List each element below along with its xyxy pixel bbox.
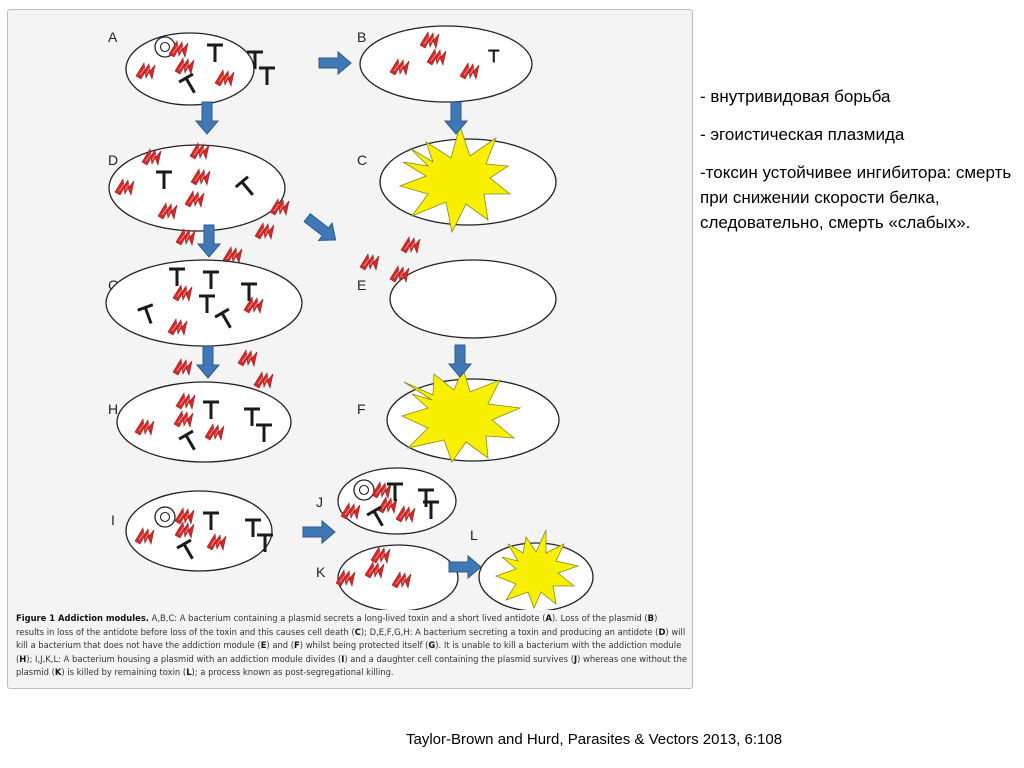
cell-E	[359, 236, 557, 339]
figure-caption: Figure 1 Addiction modules. A,B,C: A bac…	[16, 612, 688, 680]
caption-text: ); a process known as post-segregational…	[191, 667, 394, 678]
caption-panel-ref: E	[260, 640, 267, 651]
figure-panel: A B C D E G F H I J K L	[7, 9, 693, 689]
cell-D	[108, 142, 290, 232]
caption-text: ) whereas one without the plasmid (	[16, 653, 688, 678]
caption-panel-ref: L	[186, 667, 192, 678]
caption-panel-ref: B	[647, 613, 655, 623]
caption-panel-ref: J	[573, 653, 578, 664]
caption-panel-ref: D	[658, 626, 666, 637]
caption-text: ) results in loss of the antidote before…	[16, 613, 658, 637]
caption-text: ) is killed by remaining toxin (	[61, 667, 187, 678]
panel-label-L: L	[470, 527, 478, 543]
caption-body: A,B,C: A bacterium containing a plasmid …	[16, 613, 687, 677]
caption-text: ); D,E,F,G,H: A bacterium secreting a to…	[360, 626, 659, 637]
arrow-B-to-C	[444, 101, 468, 135]
panel-label-H: H	[108, 401, 118, 417]
cell-G	[105, 259, 303, 347]
caption-text: A,B,C: A bacterium containing a plasmid …	[149, 613, 546, 623]
arrow-A-to-B	[318, 51, 352, 75]
panel-label-A: A	[108, 29, 118, 45]
cell-K	[335, 544, 459, 610]
caption-panel-ref: F	[294, 640, 300, 651]
cell-A	[125, 32, 277, 106]
panel-label-I: I	[111, 512, 115, 528]
arrow-A-to-D	[195, 101, 219, 135]
caption-panel-ref: K	[54, 667, 62, 678]
caption-panel-ref: I	[341, 653, 345, 664]
notes-list: - внутривидовая борьба - эгоистическая п…	[700, 84, 1020, 248]
arrow-D-to-E	[303, 213, 337, 242]
caption-text: ); I,J,K,L: A bacterium housing a plasmi…	[26, 653, 342, 664]
cell-L-explosion	[478, 529, 594, 610]
panel-label-D: D	[108, 152, 118, 168]
caption-text: ) and (	[266, 640, 295, 651]
panel-label-J: J	[316, 494, 323, 510]
citation: Taylor-Brown and Hurd, Parasites & Vecto…	[406, 731, 783, 748]
caption-text: ). It is unable to kill a bacterium with…	[16, 640, 682, 664]
caption-text: ). Loss of the plasmid (	[552, 613, 648, 623]
note-item: - внутривидовая борьба	[700, 87, 891, 106]
caption-panel-ref: H	[19, 653, 27, 664]
caption-text: ) whilst being protected itself (	[299, 640, 429, 651]
caption-title: Figure 1 Addiction modules.	[16, 613, 149, 623]
caption-panel-ref: C	[354, 626, 361, 637]
cell-H	[116, 381, 292, 463]
addiction-module-diagram: A B C D E G F H I J K L	[105, 25, 594, 610]
panel-label-B: B	[357, 29, 366, 45]
caption-text: ) will kill a bacterium that does not ha…	[16, 626, 686, 651]
note-item: -токсин устойчивее ингибитора: смерть пр…	[700, 163, 1012, 232]
caption-panel-ref: G	[428, 640, 436, 651]
cell-C-explosion	[379, 124, 557, 234]
arrow-G-to-H	[196, 345, 220, 379]
cell-F-explosion	[386, 366, 560, 463]
cell-J	[337, 467, 457, 535]
cell-B	[359, 25, 533, 103]
panel-label-F: F	[357, 401, 366, 417]
arrow-I-to-J	[302, 520, 336, 544]
panel-label-G: G	[108, 277, 119, 293]
caption-panel-ref: A	[545, 613, 553, 623]
caption-text: ) and a daughter cell containing the pla…	[344, 653, 574, 664]
note-item: - эгоистическая плазмида	[700, 125, 905, 144]
panel-label-C: C	[357, 152, 367, 168]
arrow-E-to-F	[448, 344, 472, 378]
cell-I	[125, 490, 275, 572]
panel-label-E: E	[357, 277, 366, 293]
panel-label-K: K	[316, 564, 326, 580]
